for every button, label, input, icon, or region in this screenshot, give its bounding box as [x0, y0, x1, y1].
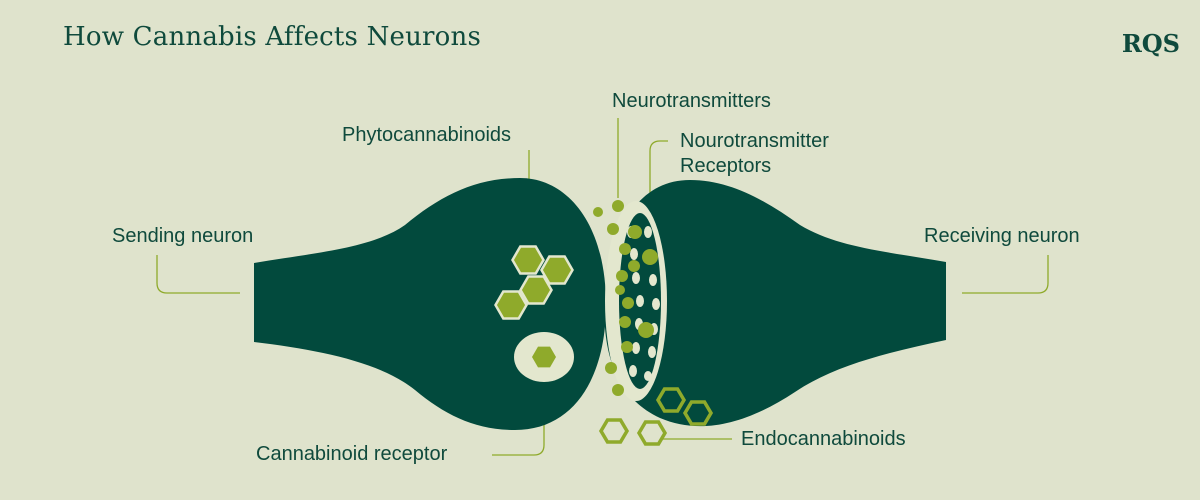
- neurotransmitter-dots: [593, 200, 658, 396]
- connector-receptors: [649, 140, 668, 215]
- label-phytocannabinoids: Phytocannabinoids: [342, 124, 512, 146]
- label-neurotransmitter-receptors: Nourotransmitter Receptors: [680, 129, 829, 179]
- sending-neuron: [254, 178, 606, 430]
- label-receptors-line1: Nourotransmitter: [680, 130, 829, 152]
- phytocannabinoid-hexagons: [494, 245, 574, 320]
- label-sending-neuron: Sending neuron: [112, 225, 254, 247]
- rqs-logo: RQS: [1121, 29, 1180, 58]
- receiving-neuron: [604, 180, 946, 427]
- label-cannabinoid-receptor: Cannabinoid receptor: [256, 443, 448, 465]
- connector-receiving-neuron: [962, 255, 1049, 294]
- connector-sending-neuron: [156, 255, 240, 294]
- bound-cannabinoid-hexagon: [532, 346, 556, 368]
- diagram-title: How Cannabis Affects Neurons: [63, 22, 482, 52]
- label-receiving-neuron: Receiving neuron: [924, 225, 1080, 247]
- label-receptors-line2: Receptors: [680, 155, 772, 177]
- label-neurotransmitters: Neurotransmitters: [612, 90, 771, 112]
- label-endocannabinoids: Endocannabinoids: [741, 428, 906, 450]
- endocannabinoid-hexagons: [598, 387, 714, 446]
- connector-cannabinoid-receptor: [492, 382, 545, 456]
